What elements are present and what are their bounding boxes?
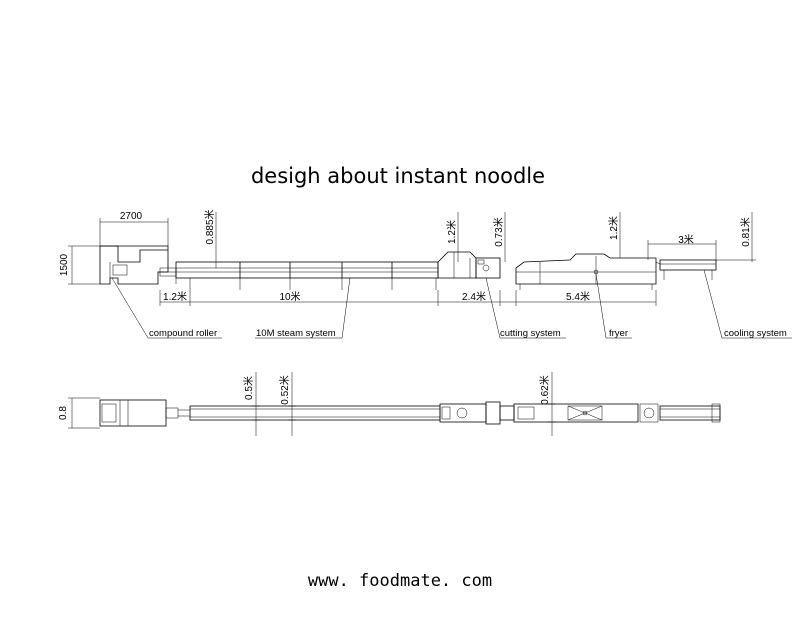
dim-cutter-h2-label: 0.73米 <box>492 217 505 246</box>
drawing-title: desigh about instant noodle <box>251 164 545 188</box>
cooling-system-elevation <box>655 259 717 280</box>
dim-cutter-h1-label: 1.2米 <box>445 220 458 244</box>
dim-fryer-height: 1.2米 <box>607 212 621 258</box>
dim-gap-length-label: 1.2米 <box>163 290 187 303</box>
plan-view: 0.8 0.5米 0.52米 <box>58 372 721 436</box>
fryer-elevation <box>515 253 657 290</box>
dim-plan-fryer: 0.62米 <box>538 372 556 436</box>
dim-plan-steam: 0.5米 0.52米 <box>242 372 296 436</box>
dim-roller-height-label: 1500 <box>59 253 70 276</box>
cutting-system-plan <box>439 401 515 425</box>
dim-plan-w1-label: 0.5米 <box>242 376 255 400</box>
dim-cooling-length-label: 3米 <box>678 233 694 246</box>
leader-labels: compound roller 10M steam system cutting… <box>111 269 792 339</box>
dim-cooling-height-label: 0.81米 <box>739 217 752 246</box>
dim-roller-width-label: 2700 <box>120 211 143 222</box>
cutting-system-elevation <box>437 251 501 279</box>
steam-system-elevation <box>175 261 439 290</box>
elevation-view: 2700 1500 0.885米 <box>59 209 792 339</box>
fryer-plan <box>513 403 659 423</box>
dim-length-row: 1.2米 10米 2.4米 5.4米 <box>159 290 657 306</box>
dim-plan-width-label: 0.8 <box>58 406 69 420</box>
dim-roller-width: 2700 <box>99 211 169 246</box>
label-fryer: fryer <box>609 328 628 339</box>
dim-roller-height: 1500 <box>59 245 100 285</box>
cooling-system-plan <box>659 403 721 423</box>
compound-roller-elevation <box>99 245 177 285</box>
dim-cutter-length-label: 2.4米 <box>462 290 486 303</box>
dim-fryer-height-label: 1.2米 <box>607 216 620 240</box>
dim-plan-w3-label: 0.62米 <box>538 375 551 404</box>
steam-system-plan <box>189 405 441 421</box>
dim-steam-length-label: 10米 <box>279 290 300 303</box>
dim-plan-w2-label: 0.52米 <box>278 375 291 404</box>
label-cutting-system: cutting system <box>500 328 561 339</box>
dim-steam-height-label: 0.885米 <box>203 209 216 244</box>
dim-plan-width: 0.8 <box>58 397 100 429</box>
compound-roller-plan <box>99 399 190 427</box>
dim-cutter-heights: 1.2米 0.73米 <box>445 212 506 262</box>
dim-steam-height: 0.885米 <box>203 209 217 268</box>
label-cooling-system: cooling system <box>724 328 787 339</box>
footer-url: www. foodmate. com <box>308 571 492 591</box>
label-compound-roller: compound roller <box>149 328 217 339</box>
dim-cooling: 3米 0.81米 <box>647 212 756 262</box>
dim-fryer-length-label: 5.4米 <box>566 290 590 303</box>
label-steam-system: 10M steam system <box>256 328 336 339</box>
